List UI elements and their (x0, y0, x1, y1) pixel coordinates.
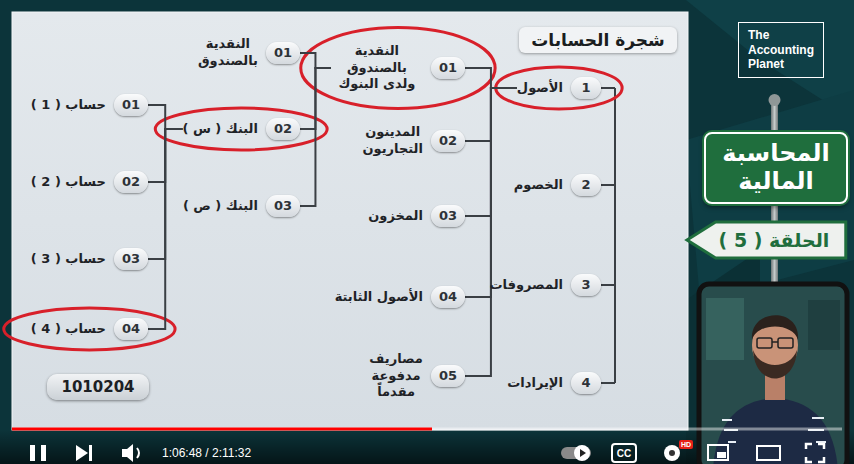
autoplay-toggle (580, 449, 586, 457)
account-node: 02 البنك ( س ) (182, 118, 300, 140)
account-node: 01 حساب ( 1 ) (31, 94, 148, 116)
account-name: البنك ( ص ) (183, 198, 258, 215)
account-name: الخصوم (514, 177, 563, 194)
tree-connector (300, 53, 331, 68)
tree-connector (465, 68, 517, 88)
account-code: 04 (431, 286, 465, 308)
channel-name: The Accounting Planet (748, 28, 814, 71)
background-pattern (686, 90, 854, 300)
account-node: 03 حساب ( 3 ) (31, 248, 148, 270)
room-wall (808, 300, 840, 350)
account-name: البنك ( س ) (182, 121, 257, 138)
progress-played (12, 428, 432, 431)
autoplay-toggle (574, 445, 590, 461)
account-number-box: 1010204 (47, 374, 148, 400)
next-icon (76, 445, 92, 461)
account-name: حساب ( 3 ) (31, 251, 106, 268)
account-node: 3 المصروفات (490, 274, 602, 296)
series-title: المحاسبة المالية (722, 140, 830, 195)
tree-connector (148, 129, 182, 329)
pole-cap (769, 94, 781, 106)
account-node: 1 الأصول (517, 77, 601, 99)
tree-connector (148, 105, 182, 129)
account-name: الإيرادات (507, 375, 563, 392)
captions-button: CC (617, 448, 631, 459)
account-name: حساب ( 1 ) (31, 97, 106, 114)
settings-icon (664, 445, 680, 461)
account-code: 01 (114, 94, 148, 116)
person-glasses (757, 338, 772, 348)
webcam-frame (699, 284, 847, 464)
person-glasses (772, 341, 778, 343)
account-node: 02 حساب ( 2 ) (31, 171, 148, 193)
diagram-panel (12, 12, 688, 430)
account-code: 04 (114, 318, 148, 340)
account-code: 02 (431, 130, 465, 152)
account-node: 04 حساب ( 4 ) (31, 318, 148, 340)
account-name: النقدية بالصندوق ولدى البنوك (331, 43, 423, 94)
account-node: 01 النقدية بالصندوق (198, 36, 300, 70)
hd-badge: HD (679, 440, 693, 449)
channel-logo: The Accounting Planet (738, 22, 824, 77)
person-hair (752, 315, 798, 340)
volume-icon (122, 444, 133, 462)
account-code: 02 (266, 118, 300, 140)
account-name: مصاريف مدفوعة مقدماً (369, 351, 423, 402)
miniplayer-icon (717, 452, 726, 458)
account-code: 2 (571, 174, 601, 196)
fullscreen-icon (806, 444, 824, 462)
account-node: 2 الخصوم (514, 174, 601, 196)
account-name: الأصول الثابتة (335, 289, 423, 306)
account-code: 03 (266, 195, 300, 217)
account-code: 05 (431, 365, 465, 387)
account-name: المدينون التجاريون (362, 124, 423, 158)
person-beard (753, 350, 797, 379)
account-node: 04 الأصول الثابتة (335, 286, 465, 308)
account-node: 01 النقدية بالصندوق ولدى البنوك (331, 43, 465, 94)
episode-sign: الحلقة ( 5 ) (687, 222, 846, 258)
tree-connector (300, 68, 331, 206)
account-code: 1 (571, 77, 601, 99)
pause-icon (41, 445, 46, 461)
account-code: 01 (266, 42, 300, 64)
episode-label: الحلقة ( 5 ) (719, 229, 830, 251)
series-sign: المحاسبة المالية (704, 132, 848, 203)
captions-icon (612, 444, 636, 462)
playback-time: 1:06:48 / 2:11:32 (162, 446, 251, 460)
account-number: 1010204 (61, 378, 134, 396)
account-name: المخزون (368, 208, 423, 225)
settings-icon (669, 450, 675, 456)
account-code: 01 (431, 57, 465, 79)
account-code: 3 (571, 274, 601, 296)
account-name: المصروفات (490, 277, 564, 294)
account-name: النقدية بالصندوق (198, 36, 258, 70)
account-code: 03 (114, 248, 148, 270)
room-shelf (706, 298, 744, 360)
account-name: حساب ( 4 ) (31, 321, 106, 338)
account-code: 03 (431, 205, 465, 227)
webcam-view (699, 284, 847, 464)
volume-icon (137, 448, 139, 458)
miniplayer-icon (708, 445, 728, 460)
account-node: 4 الإيرادات (507, 372, 601, 394)
account-name: الأصول (517, 80, 563, 97)
account-node: 05 مصاريف مدفوعة مقدماً (369, 351, 465, 402)
account-code: 4 (571, 372, 601, 394)
account-node: 03 البنك ( ص ) (183, 195, 300, 217)
account-name: حساب ( 2 ) (31, 174, 106, 191)
person-shirt (713, 398, 838, 464)
account-node: 03 المخزون (368, 205, 465, 227)
tree-connector (465, 88, 517, 376)
account-code: 02 (114, 171, 148, 193)
diagram-title: شجرة الحسابات (519, 27, 677, 53)
pause-icon (30, 445, 35, 461)
account-node: 02 المدينون التجاريون (362, 124, 465, 158)
progress-track (12, 428, 842, 431)
theater-icon (757, 446, 780, 460)
root-bracket (601, 88, 615, 383)
person-glasses (778, 338, 793, 348)
